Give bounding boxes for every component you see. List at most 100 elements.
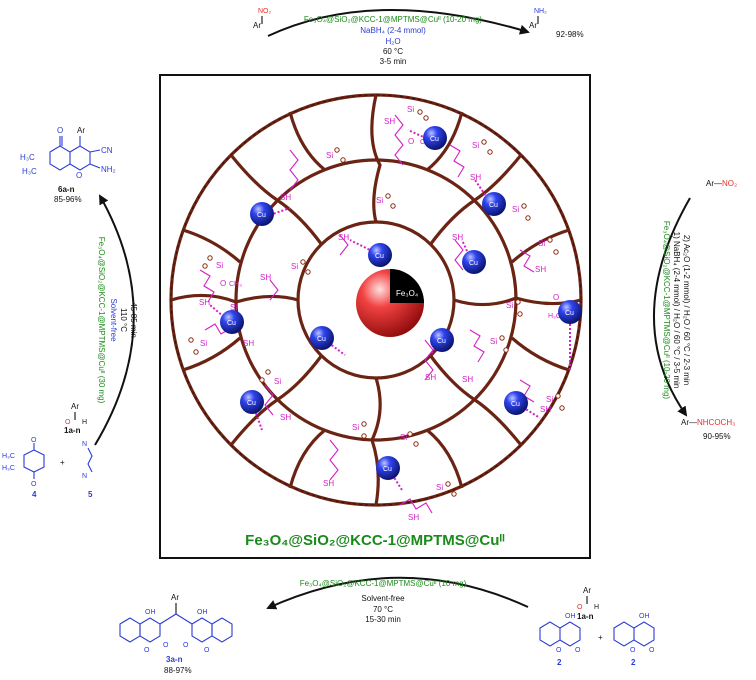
svg-text:Si: Si	[407, 105, 414, 114]
svg-text:Si: Si	[326, 151, 333, 160]
svg-text:Si: Si	[472, 141, 479, 150]
svg-text:Cu: Cu	[257, 212, 266, 219]
bottom-product-label: 3a-n	[166, 655, 183, 664]
coumarin-2-label-a: 2	[557, 658, 562, 667]
svg-text:Si: Si	[200, 339, 207, 348]
coumarin-2-label-b: 2	[631, 658, 636, 667]
svg-text:+: +	[60, 458, 65, 467]
svg-text:NH₂: NH₂	[534, 8, 547, 15]
svg-text:H₃C: H₃C	[548, 313, 561, 320]
svg-text:O: O	[183, 642, 189, 649]
catalyst-frame	[159, 74, 591, 559]
svg-text:Si: Si	[506, 301, 513, 310]
svg-text:SH: SH	[280, 413, 291, 422]
svg-text:O: O	[575, 647, 581, 654]
cu-sphere	[220, 310, 244, 334]
aldehyde-label-left: 1a-n	[64, 426, 81, 435]
top-temp: 60 °C	[383, 47, 403, 56]
svg-text:O: O	[556, 647, 562, 654]
svg-text:Cu: Cu	[227, 320, 236, 327]
top-yield: 92-98%	[556, 30, 584, 39]
svg-text:O: O	[577, 604, 583, 611]
svg-text:Ar—: Ar—	[706, 179, 722, 188]
svg-text:Si: Si	[216, 261, 223, 270]
svg-text:O: O	[76, 171, 82, 180]
svg-text:Cu: Cu	[469, 260, 478, 267]
svg-text:OH: OH	[639, 613, 650, 620]
top-solvent: H₂O	[385, 37, 400, 46]
product-6an-structure: O Ar CN NH₂ O H₃C H₃C	[20, 126, 116, 180]
svg-text:Si: Si	[230, 303, 237, 312]
svg-text:Si: Si	[538, 239, 545, 248]
left-reaction: O Ar CN NH₂ O H₃C H₃C 6a-n 85-96% Fe₃O₄@…	[2, 126, 138, 499]
svg-text:N: N	[82, 473, 87, 480]
left-catalyst: Fe₃O₄@SiO₂@KCC-1@MPTMS@Cuᴵᴵ (30 mg)	[97, 237, 106, 404]
top-time: 3-5 min	[380, 57, 407, 66]
svg-text:Ar: Ar	[77, 126, 85, 135]
cu-spheres: Cu Cu Cu Cu Cu Cu Cu Cu Cu Cu Cu Cu	[209, 126, 582, 491]
svg-text:Cu: Cu	[511, 401, 520, 408]
svg-text:Si: Si	[512, 205, 519, 214]
top-reaction: NO₂ Ar Fe₃O₄@SiO₂@KCC-1@MPTMS@Cuᴵᴵ (10-2…	[253, 8, 584, 66]
svg-text:Si: Si	[400, 433, 407, 442]
svg-text:SH: SH	[260, 273, 271, 282]
svg-text:Si: Si	[376, 196, 383, 205]
cu-sphere	[482, 192, 506, 216]
svg-text:Cu: Cu	[430, 136, 439, 143]
siloxane-markers	[188, 109, 565, 497]
svg-text:SH: SH	[323, 479, 334, 488]
left-time: 45-85 min	[129, 302, 138, 338]
svg-text:H: H	[82, 419, 87, 426]
svg-text:CN: CN	[101, 146, 113, 155]
svg-text:SH: SH	[462, 375, 473, 384]
aldehyde-label-bottom: 1a-n	[577, 612, 594, 621]
svg-text:NHCOCH₃: NHCOCH₃	[697, 418, 735, 427]
svg-text:Si: Si	[546, 395, 553, 404]
svg-text:Ar: Ar	[171, 593, 179, 602]
cu-sphere	[250, 202, 274, 226]
right-reaction: Ar— NO₂ Fe₃O₄@SiO₂@KCC-1@MPTMS@Cuᴵᴵ (10-…	[653, 179, 737, 441]
svg-text:Cu: Cu	[375, 253, 384, 260]
cu-sphere	[240, 390, 264, 414]
svg-text:Si: Si	[274, 377, 281, 386]
svg-text:Cu: Cu	[437, 338, 446, 345]
svg-text:NO₂: NO₂	[258, 8, 272, 15]
svg-text:SH: SH	[452, 233, 463, 242]
svg-text:O: O	[31, 481, 37, 488]
bottom-yield: 88-97%	[164, 666, 192, 675]
svg-text:H₃C: H₃C	[2, 465, 15, 472]
bottom-solvent: Solvent-free	[361, 594, 405, 603]
svg-text:Ar: Ar	[71, 402, 79, 411]
svg-text:SH: SH	[540, 405, 551, 414]
right-step1: 1) NaBH₄ (2-4 mmol) / H₂O / 60 °C / 3-5 …	[672, 232, 681, 389]
svg-text:SH: SH	[425, 373, 436, 382]
left-solvent: Solvent-free	[109, 298, 118, 342]
cu-sphere	[558, 300, 582, 324]
svg-text:Si: Si	[436, 483, 443, 492]
cu-sphere	[310, 326, 334, 350]
left-product-label: 6a-n	[58, 185, 75, 194]
svg-text:O: O	[163, 642, 169, 649]
svg-text:Ar: Ar	[253, 21, 261, 30]
svg-text:NO₂: NO₂	[722, 179, 737, 188]
svg-text:O: O	[31, 437, 37, 444]
svg-text:O: O	[408, 137, 414, 146]
bottom-reaction: Fe₃O₄@SiO₂@KCC-1@MPTMS@Cuᴵᴵ (10 mg) Solv…	[119, 576, 655, 675]
svg-text:H: H	[594, 604, 599, 611]
svg-text:SH: SH	[408, 513, 419, 522]
svg-text:Ar: Ar	[583, 586, 591, 595]
left-yield: 85-96%	[54, 195, 82, 204]
bottom-time: 15-30 min	[365, 615, 401, 624]
top-reagent: NaBH₄ (2-4 mmol)	[360, 26, 426, 35]
hydroxycoumarin-right: OH O O	[613, 613, 655, 654]
right-catalyst: Fe₃O₄@SiO₂@KCC-1@MPTMS@Cuᴵᴵ (10-20 mg)	[662, 221, 671, 399]
left-temp: 110 °C	[119, 308, 128, 332]
compound-5-label: 5	[88, 490, 93, 499]
svg-text:SH: SH	[338, 233, 349, 242]
svg-text:CH₃: CH₃	[229, 281, 242, 288]
core-label: Fe₃O₄	[396, 289, 418, 298]
cu-sphere	[423, 126, 447, 150]
svg-text:SH: SH	[243, 339, 254, 348]
svg-text:O: O	[553, 293, 559, 302]
